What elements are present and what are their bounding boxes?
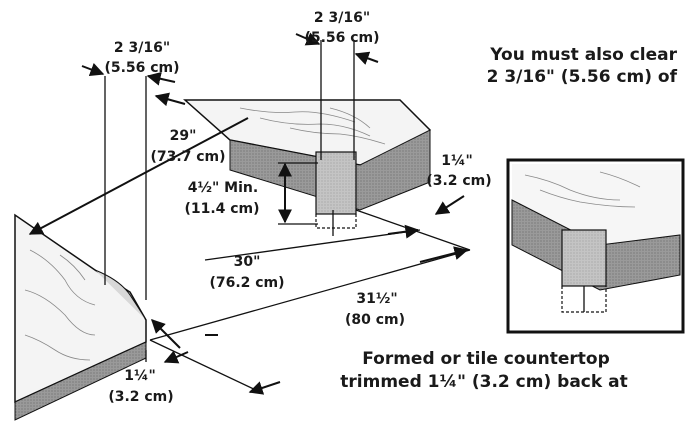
width-31-cm-label: (80 cm) — [345, 312, 405, 328]
min-depth-cm-label: (11.4 cm) — [184, 201, 259, 217]
clear-top-in-label: 2 3/16" — [314, 10, 370, 26]
clear-note-line1: You must also clear — [489, 45, 677, 65]
trim-bottom-in-label: 1¼" — [124, 368, 156, 384]
front-countertop — [14, 213, 147, 421]
clear-left-cm-label: (5.56 cm) — [104, 60, 179, 76]
width-29-cm-label: (73.7 cm) — [150, 149, 225, 165]
width-31-in-label: 31½" — [356, 291, 397, 307]
width-30-cm-label: (76.2 cm) — [209, 275, 284, 291]
width-30-in-label: 30" — [234, 254, 261, 270]
rear-countertop — [183, 99, 431, 236]
formed-note-line1: Formed or tile countertop — [362, 349, 610, 369]
trim-right-cm-label: (3.2 cm) — [426, 173, 491, 189]
min-depth-in-label: 4½" Min. — [188, 180, 258, 196]
trim-right-in-label: 1¼" — [441, 153, 473, 169]
clear-top-cm-label: (5.56 cm) — [304, 30, 379, 46]
clear-note-line2: 2 3/16" (5.56 cm) of — [487, 67, 678, 87]
width-29-in-label: 29" — [170, 128, 197, 144]
trim-bottom-cm-label: (3.2 cm) — [108, 389, 173, 405]
clear-left-in-label: 2 3/16" — [114, 40, 170, 56]
dimension-lines — [28, 32, 471, 395]
formed-note-line2: trimmed 1¼" (3.2 cm) back at — [340, 372, 627, 392]
detail-inset — [506, 158, 685, 334]
